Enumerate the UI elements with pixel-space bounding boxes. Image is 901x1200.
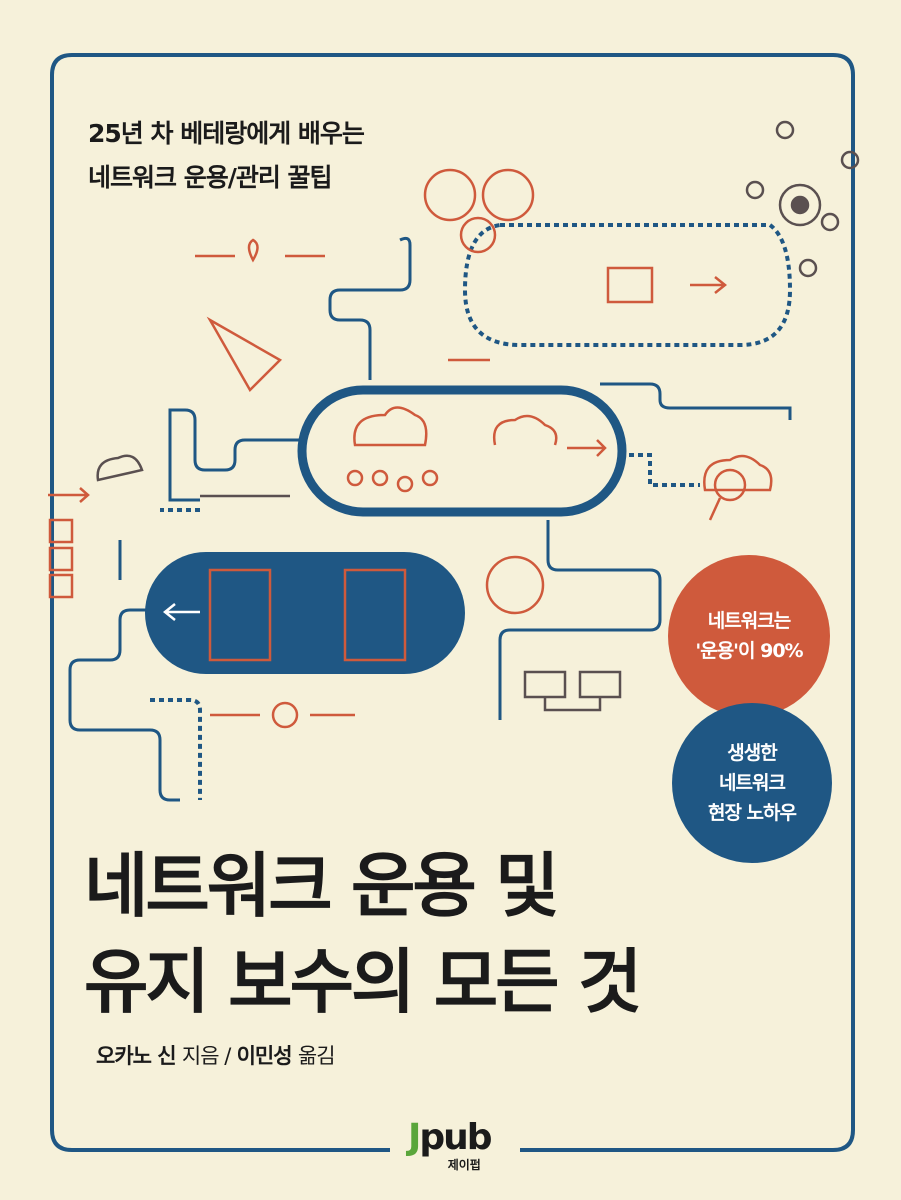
- server-pill: [145, 552, 465, 674]
- publisher-name-ko: 제이펍: [447, 1158, 481, 1172]
- subtitle-line-1: 25년 차 베테랑에게 배우는: [88, 119, 365, 148]
- badge2-line-2: 네트워크: [719, 772, 786, 794]
- translator-name: 이민성: [236, 1044, 293, 1068]
- subtitle-line-2: 네트워크 운용/관리 꿀팁: [88, 163, 333, 192]
- cloud-pill: [297, 385, 627, 517]
- author-name: 오카노 신: [96, 1044, 177, 1068]
- publisher-logo-mark: Jpub: [408, 1117, 493, 1158]
- badge-field-knowhow: 생생한 네트워크 현장 노하우: [672, 703, 832, 863]
- badge2-line-1: 생생한: [727, 742, 777, 764]
- subtitle: 25년 차 베테랑에게 배우는 네트워크 운용/관리 꿀팁: [88, 112, 365, 200]
- title-line-1: 네트워크 운용 및: [84, 845, 560, 927]
- badge1-line-1: 네트워크는: [707, 610, 791, 632]
- book-title: 네트워크 운용 및 유지 보수의 모든 것: [84, 838, 642, 1030]
- badge2-line-3: 현장 노하우: [707, 802, 797, 824]
- badge1-line-2: '운용'이 90%: [695, 640, 803, 662]
- badge-operation-90: 네트워크는 '운용'이 90%: [668, 555, 830, 717]
- translator-role: 옮김: [297, 1044, 336, 1068]
- title-line-2: 유지 보수의 모든 것: [84, 941, 642, 1023]
- publisher-logo: Jpub 제이펍: [408, 1117, 493, 1173]
- cover-frame: [50, 53, 855, 1152]
- author-role: 지음 /: [181, 1044, 231, 1068]
- author-credits: 오카노 신 지음 / 이민성 옮김: [96, 1040, 336, 1070]
